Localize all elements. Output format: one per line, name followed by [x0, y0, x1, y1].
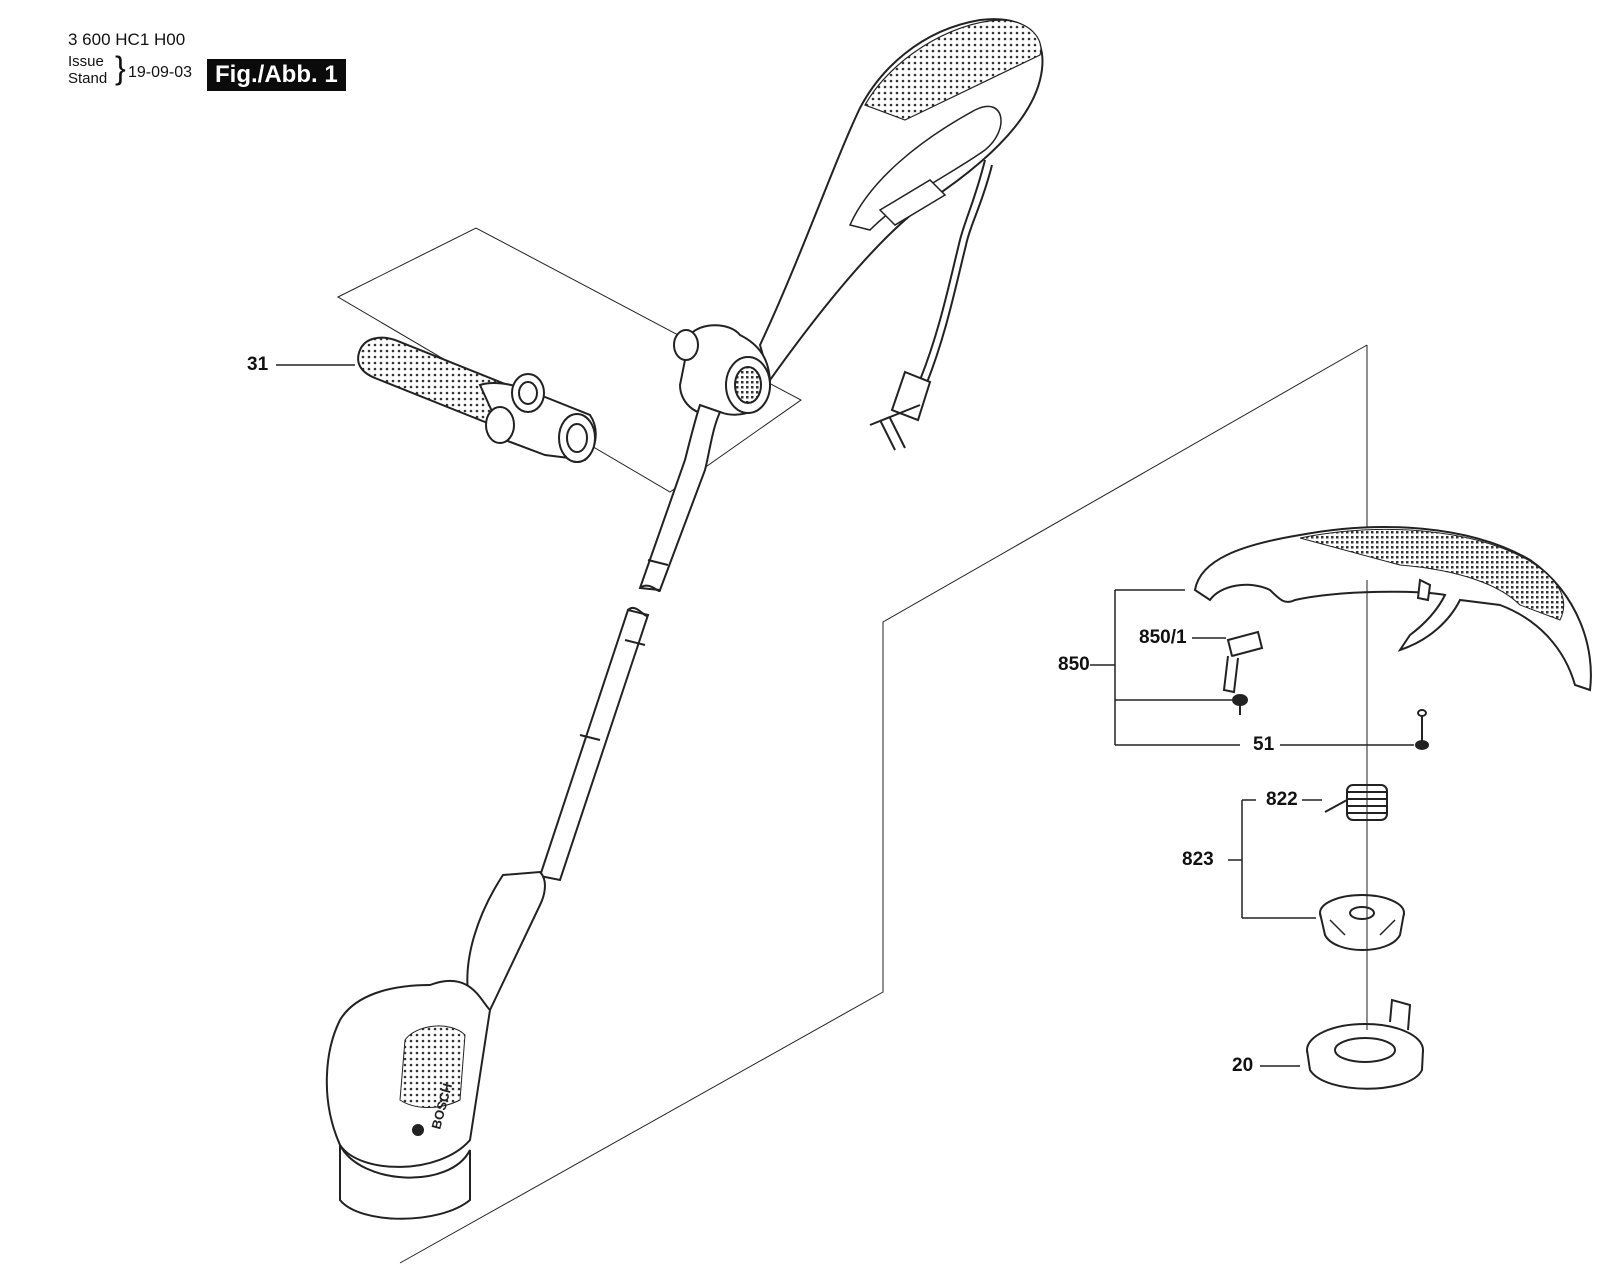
- upper-shaft: [638, 403, 722, 593]
- callout-822: 822: [1266, 789, 1298, 810]
- callout-823: 823: [1182, 849, 1214, 870]
- leader-lines: [276, 364, 1414, 1067]
- figure-tag: Fig./Abb. 1: [207, 59, 346, 91]
- spool-cap: [1306, 998, 1424, 1090]
- part-number: 3 600 HC1 H00: [68, 30, 186, 49]
- guard-bracket: [1222, 630, 1264, 694]
- auxiliary-handle: [357, 336, 597, 463]
- screw-long: [1415, 709, 1429, 750]
- power-cable: [869, 159, 993, 451]
- callout-51: 51: [1253, 734, 1275, 755]
- assembly-box-guard: [399, 344, 1368, 1264]
- callout-31: 31: [247, 354, 269, 375]
- screw-small: [1232, 694, 1248, 715]
- stand-label: Stand: [68, 70, 108, 87]
- lower-shaft: [538, 607, 650, 882]
- brace-symbol: }: [115, 50, 126, 86]
- callout-850: 850: [1058, 654, 1090, 675]
- spool: [1319, 894, 1405, 951]
- callout-20: 20: [1232, 1055, 1254, 1076]
- issue-label: Issue: [68, 53, 104, 70]
- main-handle: [758, 18, 1044, 383]
- guard: [1193, 526, 1592, 692]
- callout-850-1: 850/1: [1139, 627, 1187, 648]
- issue-date: 19-09-03: [128, 64, 193, 81]
- spring: [1324, 784, 1388, 821]
- handle-joint: [673, 324, 772, 416]
- motor-housing: [325, 870, 546, 1220]
